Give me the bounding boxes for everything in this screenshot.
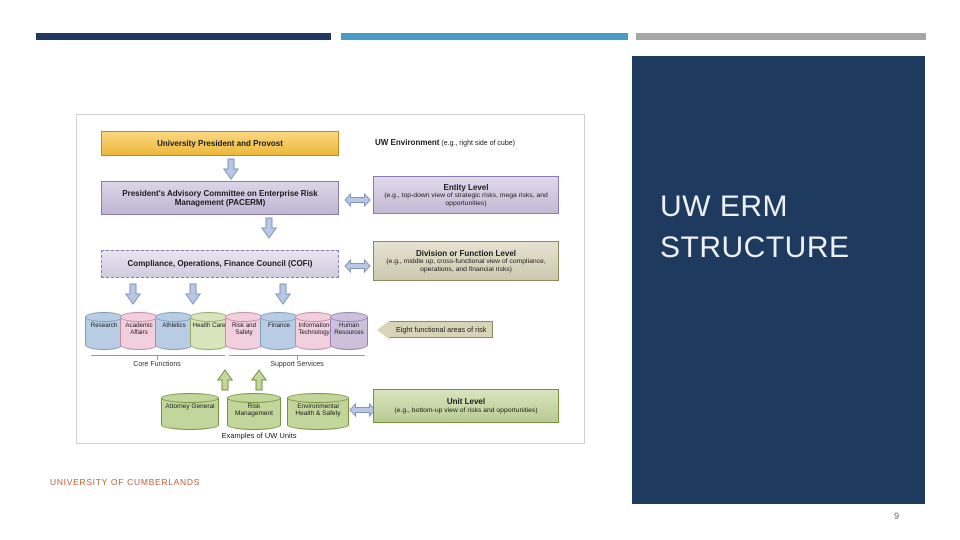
cylinder-body (225, 317, 263, 350)
support-services-bracket-tick (297, 355, 298, 360)
unit-level-description: (e.g., bottom-up view of risks and oppor… (394, 406, 538, 414)
cylinder-label: Risk Management (235, 403, 273, 418)
unit-level-box: Unit Level (e.g., bottom-up view of risk… (373, 389, 559, 423)
cylinder-label: Research (90, 322, 118, 329)
down-arrow-icon (260, 217, 278, 239)
left-right-arrow-icon (344, 258, 371, 274)
functional-area-cylinder: Academic Affairs (120, 312, 158, 350)
cylinder-body (120, 317, 158, 350)
cylinder-label: Human Resources (334, 322, 364, 336)
functional-area-cylinder: Risk and Safety (225, 312, 263, 350)
cylinder-label: Health Care (192, 322, 226, 329)
cylinder-body (190, 317, 228, 350)
slide-title: UW ERM STRUCTURE (660, 186, 850, 268)
cylinder-top (225, 312, 263, 322)
cylinder-top (330, 312, 368, 322)
cylinder-label: Risk and Safety (231, 322, 257, 336)
eight-areas-arrow-label: Eight functional areas of risk (396, 325, 487, 334)
eight-areas-arrow: Eight functional areas of risk (389, 321, 494, 338)
cylinder-body (287, 398, 349, 430)
top-bar-gray (636, 33, 926, 40)
up-arrow-icon (216, 369, 234, 391)
unit-level-title: Unit Level (446, 397, 486, 407)
functional-areas-row: Research Academic Affairs Athletics Heal… (85, 312, 368, 350)
examples-label: Examples of UW Units (221, 431, 297, 440)
entity-level-description: (e.g., top-down view of strategic risks,… (384, 192, 548, 207)
cylinder-label: Athletics (162, 322, 186, 329)
top-bar-blue (341, 33, 628, 40)
cylinder-body (161, 398, 219, 430)
cylinder-body (227, 398, 281, 430)
cylinder-label: Attorney General (165, 403, 215, 410)
uw-environment-label-rest: (e.g., right side of cube) (439, 140, 515, 147)
down-arrow-icon (222, 158, 240, 180)
cylinder-label: Academic Affairs (125, 322, 153, 336)
cofi-box-label: Compliance, Operations, Finance Council … (127, 259, 313, 269)
pacerm-box-label: President's Advisory Committee on Enterp… (122, 188, 318, 208)
unit-cylinder: Environmental Health & Safety (287, 393, 349, 430)
functional-area-cylinder: Human Resources (330, 312, 368, 350)
uw-environment-label-bold: UW Environment (375, 138, 440, 147)
cylinder-top (260, 312, 298, 322)
erm-structure-diagram: University President and Provost UW Envi… (76, 114, 585, 444)
cylinder-label: Environmental Health & Safety (295, 403, 341, 418)
slide-title-line2: STRUCTURE (660, 231, 850, 264)
page-number: 9 (894, 511, 900, 521)
cylinder-label: Information Technology (298, 322, 330, 336)
functional-area-cylinder: Finance (260, 312, 298, 350)
top-bar-navy (36, 33, 331, 40)
uw-environment-label: UW Environment (e.g., right side of cube… (375, 138, 579, 147)
title-panel: UW ERM STRUCTURE (632, 56, 925, 504)
president-box-label: University President and Provost (157, 138, 283, 148)
core-functions-label: Core Functions (133, 361, 181, 368)
cylinder-top (85, 312, 123, 322)
left-right-arrow-icon (344, 192, 371, 208)
functional-area-cylinder: Information Technology (295, 312, 333, 350)
unit-cylinder: Attorney General (161, 393, 219, 430)
cylinder-top (227, 393, 281, 403)
entity-level-title: Entity Level (443, 182, 489, 192)
slide-title-line1: UW ERM (660, 190, 788, 223)
president-box: University President and Provost (101, 131, 339, 156)
core-functions-bracket-tick (157, 355, 158, 360)
unit-cylinder: Risk Management (227, 393, 281, 430)
cylinder-top (287, 393, 349, 403)
cylinder-label: Finance (267, 322, 290, 329)
down-arrow-icon (124, 283, 142, 305)
cylinder-top (190, 312, 228, 322)
cylinder-top (161, 393, 219, 403)
footer-text: UNIVERSITY OF CUMBERLANDS (50, 477, 201, 487)
cylinder-top (120, 312, 158, 322)
cylinder-top (155, 312, 193, 322)
up-arrow-icon (250, 369, 268, 391)
functional-area-cylinder: Athletics (155, 312, 193, 350)
down-arrow-icon (184, 283, 202, 305)
cylinder-body (295, 317, 333, 350)
division-level-title: Division or Function Level (415, 248, 516, 258)
entity-level-box: Entity Level (e.g., top-down view of str… (373, 176, 559, 214)
left-right-arrow-icon (349, 402, 376, 418)
functional-area-cylinder: Research (85, 312, 123, 350)
cylinder-top (295, 312, 333, 322)
division-level-description: (e.g., middle up, cross-functional view … (386, 258, 546, 273)
cofi-box: Compliance, Operations, Finance Council … (101, 250, 339, 278)
pacerm-box: President's Advisory Committee on Enterp… (101, 181, 339, 215)
division-level-box: Division or Function Level (e.g., middle… (373, 241, 559, 281)
support-services-label: Support Services (270, 361, 324, 368)
functional-area-cylinder: Health Care (190, 312, 228, 350)
down-arrow-icon (274, 283, 292, 305)
core-functions-bracket (91, 355, 225, 356)
cylinder-body (330, 317, 368, 350)
